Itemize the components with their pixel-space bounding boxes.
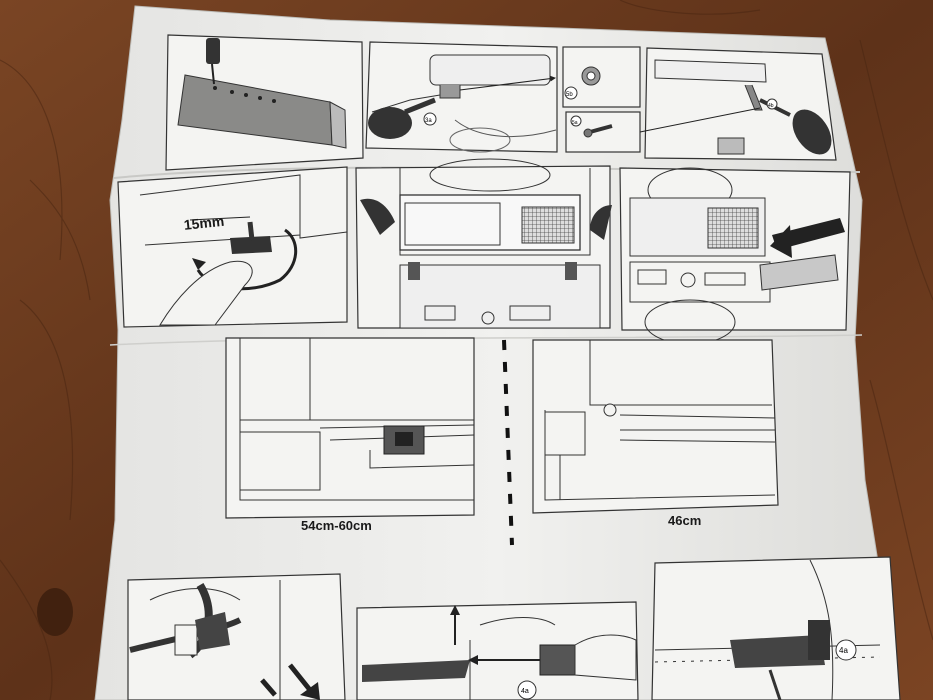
width-label-46cm: 46cm (668, 513, 702, 528)
callout-4a-middle: 4a (521, 688, 529, 695)
wood-knot (37, 588, 73, 636)
panel-screws-detail: 5b 5a (562, 46, 641, 153)
panel-slide-in (619, 167, 851, 345)
panel-mounted-clip: 4a (651, 556, 901, 700)
width-label-54-60cm: 54cm-60cm (301, 518, 372, 533)
panel-hose (127, 573, 346, 700)
panel-width-54-60 (225, 337, 475, 519)
callout-5b: 5b (566, 92, 573, 98)
callout-3a: 3a (425, 118, 432, 124)
panel-insert-clip: 4a (356, 601, 639, 700)
callout-4a-right: 4a (839, 646, 848, 655)
panel-filter-drawer (355, 158, 612, 329)
panel-screw-adjust (117, 166, 348, 328)
panel-width-46 (532, 339, 779, 514)
panel-screw-bracket: 3a (365, 41, 558, 153)
callout-5a: 5a (572, 120, 578, 126)
callout-4b: 4b (768, 103, 774, 109)
panel-side-bracket: 4b (639, 47, 837, 161)
panel-drilling-plate (165, 34, 364, 171)
